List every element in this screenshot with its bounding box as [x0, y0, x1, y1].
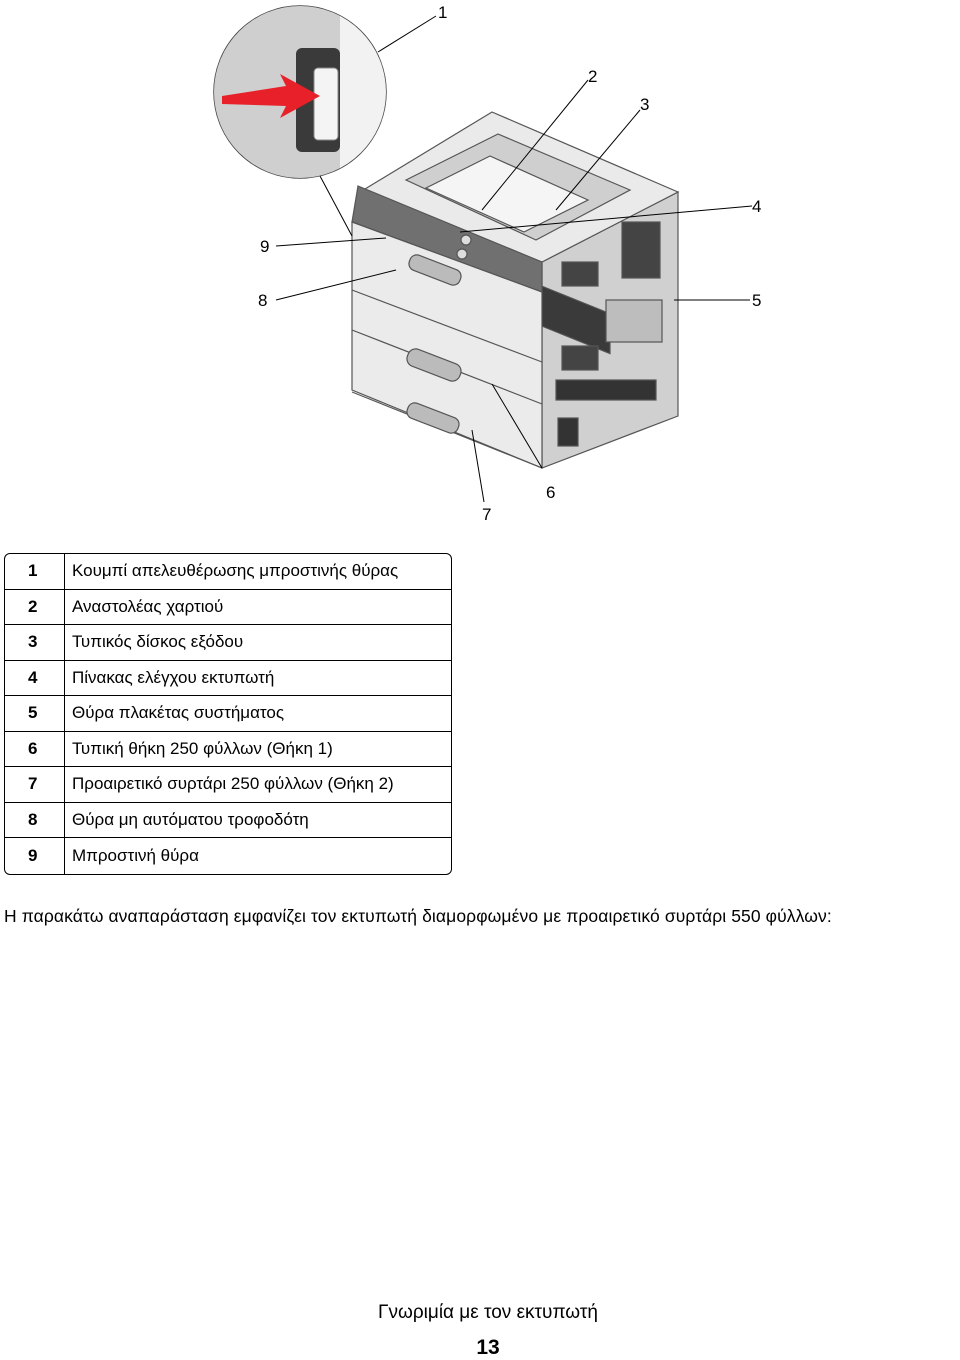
- page-number: 13: [476, 1336, 500, 1359]
- figure-caption: Η παρακάτω αναπαράσταση εμφανίζει τον εκ…: [4, 906, 832, 926]
- legend-row: 9 Μπροστινή θύρα: [5, 838, 451, 874]
- callout-7: 7: [482, 505, 491, 524]
- legend-text: Θύρα πλακέτας συστήματος: [72, 703, 285, 723]
- legend-text: Προαιρετικό συρτάρι 250 φύλλων (Θήκη 2): [72, 774, 394, 794]
- legend-text: Τυπικός δίσκος εξόδου: [72, 632, 244, 652]
- callout-9: 9: [260, 237, 269, 256]
- legend-row: 2 Αναστολέας χαρτιού: [5, 589, 451, 625]
- legend-row: 8 Θύρα μη αυτόματου τροφοδότη: [5, 802, 451, 838]
- printer-illustration: 1 2 3 4 5 6 7 8 9: [200, 0, 780, 530]
- legend-number: 7: [5, 767, 65, 802]
- legend-number: 3: [5, 625, 65, 660]
- legend-number: 6: [5, 731, 65, 766]
- red-arrow: [222, 74, 320, 118]
- zoom-detail-circle: [213, 5, 387, 179]
- legend-number: 2: [5, 589, 65, 624]
- callout-4: 4: [752, 197, 761, 216]
- callout-5: 5: [752, 291, 761, 310]
- callout-3: 3: [640, 95, 649, 114]
- legend-text: Τυπική θήκη 250 φύλλων (Θήκη 1): [72, 738, 333, 758]
- printer-body: [351, 111, 680, 469]
- legend-table: 1 Κουμπί απελευθέρωσης μπροστινής θύρας …: [4, 553, 452, 875]
- legend-text: Αναστολέας χαρτιού: [72, 596, 224, 616]
- legend-text: Μπροστινή θύρα: [72, 845, 199, 865]
- legend-row: 4 Πίνακας ελέγχου εκτυπωτή: [5, 660, 451, 696]
- legend-text: Θύρα μη αυτόματου τροφοδότη: [72, 809, 309, 829]
- legend-text: Πίνακας ελέγχου εκτυπωτή: [72, 667, 275, 687]
- callout-8: 8: [258, 291, 267, 310]
- legend-row: 1 Κουμπί απελευθέρωσης μπροστινής θύρας: [5, 554, 451, 590]
- printer-svg: 1 2 3 4 5 6 7 8 9: [213, 3, 761, 524]
- legend-number: 5: [5, 696, 65, 731]
- callout-2: 2: [588, 67, 597, 86]
- callout-leaders: [275, 15, 753, 503]
- legend-row: 6 Τυπική θήκη 250 φύλλων (Θήκη 1): [5, 731, 451, 767]
- legend-text: Κουμπί απελευθέρωσης μπροστινής θύρας: [72, 561, 399, 581]
- callout-numbers: 1 2 3 4 5 6 7 8 9: [258, 3, 761, 524]
- legend-row: 3 Τυπικός δίσκος εξόδου: [5, 625, 451, 661]
- legend-row: 7 Προαιρετικό συρτάρι 250 φύλλων (Θήκη 2…: [5, 767, 451, 803]
- legend-number: 1: [5, 554, 65, 589]
- callout-1: 1: [438, 3, 447, 22]
- legend-row: 5 Θύρα πλακέτας συστήματος: [5, 696, 451, 732]
- legend-number: 4: [5, 660, 65, 695]
- callout-6: 6: [546, 483, 555, 502]
- legend-number: 9: [5, 838, 65, 874]
- footer-section-title: Γνωριμία με τον εκτυπωτή: [378, 1302, 598, 1323]
- legend-number: 8: [5, 802, 65, 837]
